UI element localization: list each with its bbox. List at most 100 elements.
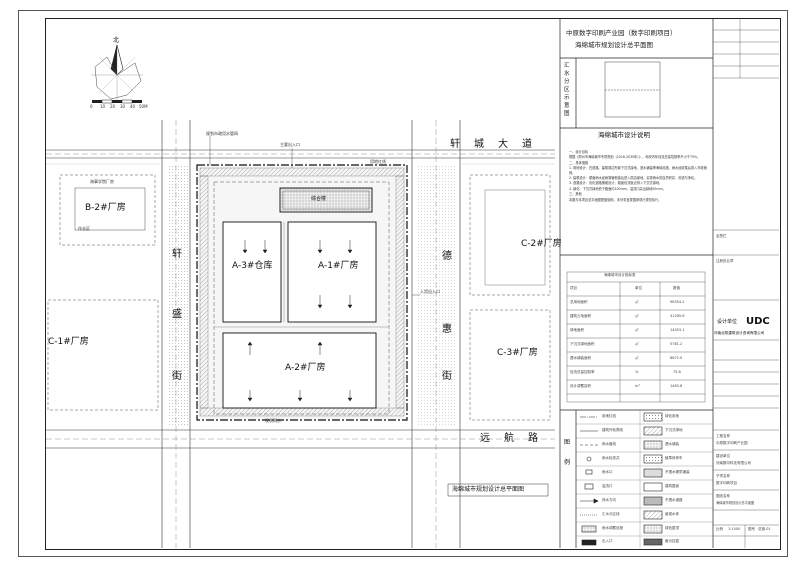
drawing-no-value: 总施-01 — [758, 527, 771, 531]
road-network — [46, 120, 555, 548]
table-cell: 数值 — [673, 286, 680, 290]
internal-roads — [213, 181, 390, 415]
outer-frame — [18, 10, 788, 557]
scale-tick: 10 — [100, 104, 106, 109]
legend-title-2: 例 — [564, 459, 571, 466]
sign-label: 会签栏 — [716, 234, 727, 238]
table-cell: 建筑占地面积 — [570, 314, 591, 318]
scale-tick: 0 — [90, 104, 93, 109]
legend-item: 截污挂篮 — [665, 539, 679, 543]
label-side-gate: 入货出入口 — [420, 289, 440, 294]
project-subtitle: 海绵城市规划设计总平面图 — [575, 41, 653, 49]
legend-item: 建筑屋面 — [665, 484, 679, 488]
legend-item: 雨水调蓄设施 — [602, 526, 623, 530]
legend-item: 雨水检查井 — [602, 456, 620, 460]
table-cell: ㎡ — [635, 328, 639, 332]
label-rain-note: 现状雨水 — [265, 418, 281, 423]
building-label-c2: C-2#厂房 — [521, 239, 562, 249]
table-cell: ㎡ — [635, 300, 639, 304]
building-label-a3: A-3#仓库 — [232, 261, 273, 271]
design-note-line: 2. 建筑设计：屋面雨水经雨落管断接后进入周边绿地，实现雨水的自然积存、渗透与净… — [569, 176, 698, 181]
footer-title-box — [447, 483, 549, 497]
design-note-line: 一、设计目标 — [569, 150, 589, 154]
scale-tick: 20 — [110, 104, 116, 109]
building-zonghe — [279, 187, 373, 213]
legend-item: 出入口 — [602, 539, 613, 543]
table-cell: ㎡ — [635, 314, 639, 318]
titleblock-value: 海绵城市规划设计总平面图 — [716, 501, 755, 505]
legend-title-1: 图 — [564, 439, 571, 446]
table-cell: 绿地面积 — [570, 328, 584, 332]
table-cell: % — [635, 370, 639, 374]
table-cell: 总用地面积 — [570, 300, 588, 304]
north-arrow — [91, 44, 143, 101]
legend-item: 绿化用地 — [665, 414, 679, 418]
design-note-line: 三、其他 — [569, 192, 582, 197]
north-label: 北 — [113, 37, 120, 44]
legend-item: 绿色屋顶 — [665, 526, 679, 530]
table-cell: ㎡ — [635, 342, 639, 346]
design-note-line: 4. 绿化：下沉式绿地低于路面约100mm，溢流口高出绿地50mm。 — [569, 186, 666, 191]
table-cell: ㎡ — [635, 356, 639, 360]
scale-label: 比例 — [716, 527, 723, 531]
titleblock-value: 数字印刷项目 — [716, 481, 737, 485]
title-block-grid — [713, 18, 779, 548]
drainage-title-char: 分 — [564, 79, 570, 85]
design-notes-body: 一、设计目标 根据《郑州市海绵城市专项规划（2016-2030年）》，地块内年径… — [569, 150, 709, 203]
road-label-dehui-2: 惠 — [442, 324, 452, 335]
table-cell: 项目 — [570, 286, 577, 290]
building-label-a2: A-2#厂房 — [285, 363, 326, 373]
building-label-c1: C-1#厂房 — [48, 337, 89, 347]
building-label-a1: A-1#厂房 — [318, 261, 359, 271]
design-note-line: 本图与本项目总平面图配套使用，未尽事宜按国家现行规范执行。 — [569, 197, 662, 202]
design-note-line: 二、具体措施 — [569, 160, 589, 165]
drainage-title-char: 汇 — [564, 63, 570, 69]
scale-value: 1:1000 — [728, 527, 741, 531]
callout-leaders — [209, 136, 420, 296]
design-notes-title: 海绵城市设计说明 — [598, 131, 650, 139]
label-work-area: 作业区 — [78, 226, 90, 231]
legend-item: 不透水道路 — [665, 498, 683, 502]
road-label-dehui-1: 德 — [442, 251, 452, 262]
drainage-title-char: 区 — [564, 87, 570, 93]
building-a2 — [222, 332, 377, 409]
scale-bar — [92, 99, 142, 104]
drainage-title-char: 示 — [564, 95, 570, 101]
company-name: 河南北筑建筑设计咨询有限公司 — [714, 331, 765, 335]
udc-logo: UDC — [746, 316, 770, 327]
legend-item: 溢流口 — [602, 484, 613, 488]
label-b2-note: 海事学院厂房 — [90, 179, 114, 184]
legend-item: 下沉式绿地 — [665, 428, 683, 432]
legend-grid — [576, 410, 713, 548]
titleblock-value: 河南数印科技有限公司 — [716, 461, 751, 465]
label-water-network: 规划市政用水管网 — [206, 131, 238, 136]
building-label-zonghe: 综合楼 — [311, 196, 327, 202]
road-label-yuanhang: 远航路 — [480, 433, 552, 444]
building-a1 — [287, 221, 377, 323]
table-cell: 5781.2 — [670, 342, 683, 346]
table-cell: 下沉式绿地面积 — [570, 342, 595, 346]
design-note-line: 根据《郑州市海绵城市专项规划（2016-2030年）》，地块内年径流总量控制率不… — [569, 155, 701, 160]
drainage-title-char: 水 — [564, 71, 570, 77]
road-label-dehui-3: 街 — [442, 371, 452, 382]
neighbour-plots — [47, 174, 551, 421]
legend-item: 建筑外轮廓线 — [602, 428, 623, 432]
project-title: 中原数字印刷产业园（数字印刷项目） — [566, 29, 677, 37]
building-label-c3: C-3#厂房 — [497, 348, 538, 358]
table-cell: 14453.1 — [670, 328, 685, 332]
road-label-xuansheng-1: 轩 — [172, 249, 182, 260]
drainage-arrows — [242, 240, 353, 402]
drainage-title-char: 图 — [564, 111, 570, 117]
stamp-label: 注册执业章 — [716, 259, 734, 263]
building-a3 — [222, 221, 282, 323]
indicator-table-grid — [566, 271, 706, 403]
legend-swatches — [580, 412, 663, 546]
drawing-footer-title: 海绵城市规划设计总平面图 — [452, 486, 525, 493]
legend-item: 汇水分区线 — [602, 512, 620, 516]
drawing-no-label: 图号 — [748, 527, 755, 531]
legend-item: 用地红线 — [602, 414, 616, 418]
road-label-xuancheng: 轩城大道 — [450, 139, 546, 150]
table-cell: 8672.0 — [670, 356, 683, 360]
table-cell: 单位 — [635, 286, 642, 290]
